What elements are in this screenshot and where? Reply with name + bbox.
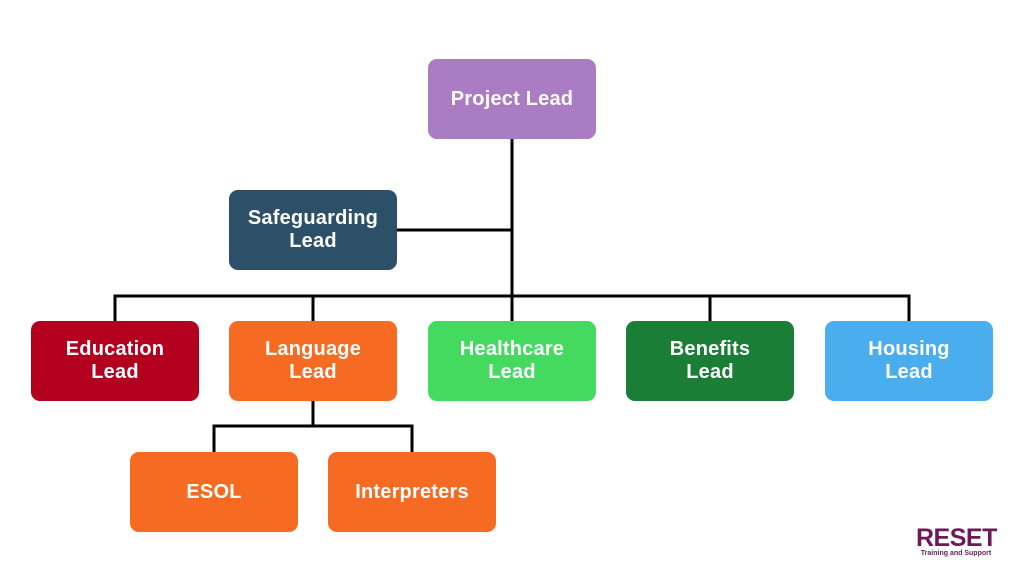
logo-wordmark: RESET xyxy=(916,524,997,552)
reset-logo: RESET Training and Support xyxy=(916,524,997,558)
healthcare-lead-label-line1: Healthcare xyxy=(459,338,565,360)
healthcare-lead-label-line2: Lead xyxy=(488,361,536,383)
esol-label: ESOL xyxy=(186,480,242,503)
healthcare-lead-box[interactable]: Healthcare Lead xyxy=(428,321,596,401)
benefits-lead-label-line2: Lead xyxy=(686,361,734,383)
benefits-lead-label-line1: Benefits xyxy=(669,338,751,360)
education-lead-box[interactable]: Education Lead xyxy=(31,321,199,401)
benefits-lead-box[interactable]: Benefits Lead xyxy=(626,321,794,401)
project-lead-box[interactable]: Project Lead xyxy=(428,59,596,139)
language-lead-label-line1: Language xyxy=(264,338,362,360)
housing-lead-label-line2: Lead xyxy=(885,361,933,383)
interpreters-box[interactable]: Interpreters xyxy=(328,452,496,532)
safeguarding-lead-label-line1: Safeguarding xyxy=(247,207,379,229)
housing-lead-box[interactable]: Housing Lead xyxy=(825,321,993,401)
language-lead-label-line2: Lead xyxy=(289,361,337,383)
housing-lead-label-line1: Housing xyxy=(868,338,950,360)
interpreters-label: Interpreters xyxy=(355,480,469,503)
language-lead-box[interactable]: Language Lead xyxy=(229,321,397,401)
education-lead-label-line1: Education xyxy=(65,338,165,360)
safeguarding-lead-box[interactable]: Safeguarding Lead xyxy=(229,190,397,270)
safeguarding-lead-label-line2: Lead xyxy=(289,230,337,252)
project-lead-label: Project Lead xyxy=(450,87,574,110)
esol-box[interactable]: ESOL xyxy=(130,452,298,532)
education-lead-label-line2: Lead xyxy=(91,361,139,383)
logo-tagline: Training and Support xyxy=(920,550,992,557)
